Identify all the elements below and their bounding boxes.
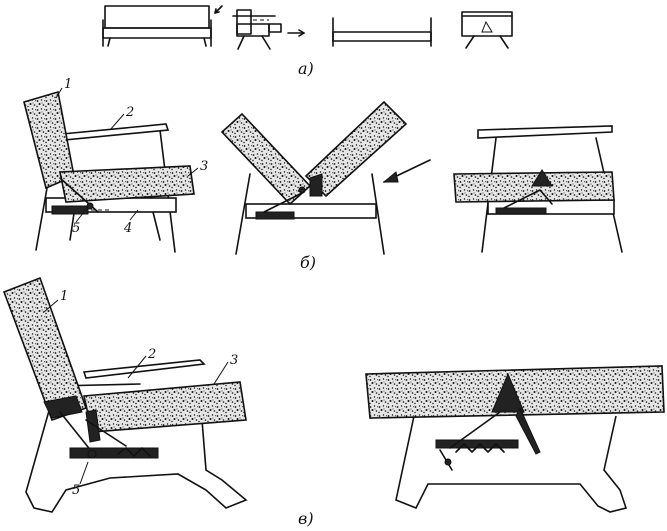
- caption-v: в): [298, 509, 314, 528]
- label-part-1-b: 1: [64, 77, 72, 92]
- row-a-schematics: а): [102, 5, 513, 78]
- b3-flat-bed-position: [453, 125, 623, 253]
- caption-b: б): [300, 253, 316, 272]
- b2-transforming-armchair: [220, 100, 431, 255]
- sofa-front-view: [102, 5, 212, 47]
- label-part-1-v: 1: [60, 289, 68, 304]
- bed-side-view: [461, 11, 513, 49]
- caption-a: а): [298, 59, 314, 78]
- v2-flat-bed-detail: [365, 365, 665, 513]
- label-part-5-b: 5: [72, 221, 80, 236]
- label-part-2-b: 2: [125, 105, 134, 120]
- label-part-4-b: 4: [123, 221, 132, 236]
- label-part-5-v: 5: [72, 483, 80, 498]
- v1-seated-armchair-detail: [2, 276, 248, 513]
- b1-seated-armchair: [23, 90, 195, 253]
- row-v-detail-views: 1 2 3 5 в): [2, 276, 665, 528]
- label-part-2-v: 2: [147, 347, 156, 362]
- armchair-side-view: [214, 5, 305, 50]
- label-part-3-b: 3: [200, 159, 208, 174]
- label-part-3-v: 3: [230, 353, 238, 368]
- bed-front-view: [332, 17, 432, 47]
- row-b-mechanism-stages: 1 2 3 4 5 б): [23, 77, 623, 272]
